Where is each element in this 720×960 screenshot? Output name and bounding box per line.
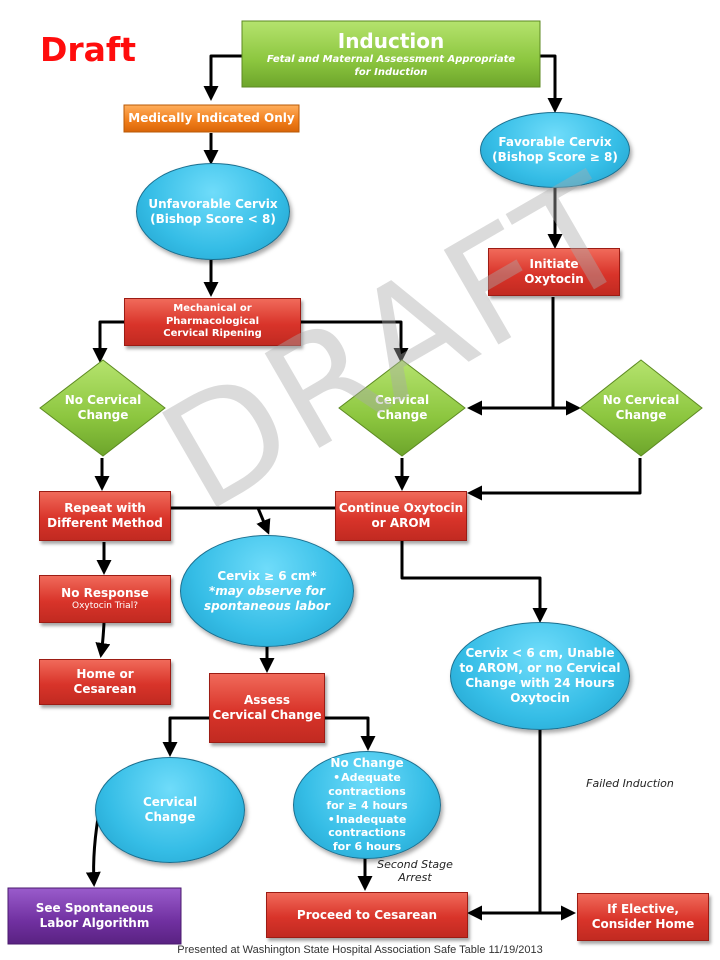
second-stage-line2: Arrest [398,871,432,884]
proceed-cesarean-node: Proceed to Cesarean [266,892,468,938]
cervical-change-low-line1: Cervical [142,795,198,809]
medically-indicated-box: Medically Indicated Only [124,105,299,132]
arrow-ripening-nochange-left [92,320,124,363]
cervical-change-low-line2: Change [144,810,196,824]
cervix-lt6-line3: Change with 24 Hours [465,676,615,690]
cervical-ripening-line1: Mechanical or [173,303,252,315]
assess-change-line2: Cervical Change [212,708,322,722]
no-change-bullet-1a: Adequate contractions [328,771,406,798]
diamond-no-change-right-shape [579,359,703,457]
continue-oxytocin-line1: Continue Oxytocin [338,501,464,515]
cervical-change-low-node: Cervical Change [95,757,245,863]
arrow-cervixlt6-proceed [467,730,542,921]
cervix-lt6-node: Cervix < 6 cm, Unable to AROM, or no Cer… [450,622,630,730]
cervix-6cm-line1: Cervix ≥ 6 cm* [217,568,317,583]
arrow-initiate-down [467,297,555,416]
no-change-right-line2: Change [615,408,667,422]
spontaneous-labor-shape [7,887,182,945]
assess-change-node: Assess Cervical Change [209,673,325,743]
arrow-nochange-right-continue [467,458,642,501]
home-cesarean-line2: Cesarean [73,682,137,696]
cervical-ripening-line3: Cervical Ripening [163,328,262,340]
no-change-low-title: No Change [330,756,404,771]
no-response-line1: No Response [61,585,149,600]
favorable-cervix-node: Favorable Cervix (Bishop Score ≥ 8) [480,112,630,188]
unfavorable-cervix-line1: Unfavorable Cervix [148,196,278,211]
no-cervical-change-right-node: No Cervical Change [580,380,702,436]
induction-box-shape [241,20,541,88]
arrow-induction-favorable [540,54,563,113]
induction-box: Induction Fetal and Maternal Assessment … [242,21,540,87]
cervix-6cm-line2: *may observe for [208,583,326,598]
no-cervical-change-left-node: No Cervical Change [40,380,166,436]
home-cesarean-node: Home or Cesarean [39,659,171,705]
arrow-induction-medically [203,54,242,101]
induction-title: Induction [337,29,445,53]
cervical-ripening-line2: Pharmacological [165,315,260,327]
proceed-cesarean-label: Proceed to Cesarean [296,907,438,922]
continue-oxytocin-node: Continue Oxytocin or AROM [335,491,467,541]
no-response-node: No Response Oxytocin Trial? [39,575,171,623]
failed-induction-note: Failed Induction [586,777,674,790]
diamond-cervical-change-mid-shape [338,359,466,457]
repeat-method-node: Repeat with Different Method [39,491,171,541]
assess-change-line1: Assess [244,693,290,707]
no-change-right-line1: No Cervical [602,393,680,407]
elective-line1: If Elective, [607,902,679,916]
elective-node: If Elective, Consider Home [577,893,709,941]
spontaneous-labor-line1: See Spontaneous [35,901,154,915]
arrow-continue-cervixlt6 [400,541,548,623]
initiate-oxytocin-node: Initiate Oxytocin [488,248,620,296]
no-response-line2: Oxytocin Trial? [72,600,138,611]
medically-indicated-shape [123,104,300,133]
arrow-to-cervix6 [256,507,271,535]
favorable-cervix-line2: (Bishop Score ≥ 8) [492,150,618,164]
cervix-lt6-line1: Cervix < 6 cm, Unable [465,646,615,660]
cervical-change-mid-line1: Cervical [374,393,430,407]
favorable-cervix-line1: Favorable Cervix [498,135,612,149]
diamond-no-change-left-shape [39,359,166,457]
induction-subtitle-1: Fetal and Maternal Assessment Appropriat… [266,54,516,65]
no-change-left-line2: Change [77,408,129,422]
draft-label: Draft [40,30,137,69]
cervical-change-mid-line2: Change [376,408,428,422]
cervix-6cm-node: Cervix ≥ 6 cm* *may observe for spontane… [180,535,354,647]
no-change-bullet-2a: Inadequate contractions [328,812,407,840]
cervix-lt6-line4: Oxytocin [510,691,570,705]
unfavorable-cervix-node: Unfavorable Cervix (Bishop Score < 8) [136,163,290,260]
no-change-left-line1: No Cervical [64,393,142,407]
repeat-method-line1: Repeat with [64,501,146,515]
cervix-6cm-line3: spontaneous labor [203,598,331,613]
second-stage-note: Second Stage Arrest [370,858,460,884]
arrow-noresponse-home [95,622,111,658]
home-cesarean-line1: Home or [76,667,134,681]
elective-line2: Consider Home [591,917,695,931]
cervical-ripening-node: Mechanical or Pharmacological Cervical R… [124,298,301,346]
arrow-ripening-cervicalchange [301,320,409,363]
continue-oxytocin-line2: or AROM [371,516,431,530]
cervical-change-mid-node: Cervical Change [339,380,465,436]
repeat-method-line2: Different Method [47,516,163,530]
second-stage-line1: Second Stage [377,858,453,871]
unfavorable-cervix-line2: (Bishop Score < 8) [150,211,276,226]
initiate-oxytocin-line2: Oxytocin [524,272,584,286]
footer-credit: Presented at Washington State Hospital A… [177,944,543,956]
spontaneous-labor-line2: Labor Algorithm [39,916,150,930]
induction-subtitle-2: for Induction [354,66,428,78]
medically-indicated-label: Medically Indicated Only [128,111,295,125]
no-change-bullet-1b: for ≥ 4 hours [326,798,408,812]
arrow-assess-cervicalchange [162,716,209,757]
no-change-bullet-2b: for 6 hours [332,840,402,853]
cervix-lt6-line2: to AROM, or no Cervical [459,661,621,675]
initiate-oxytocin-line1: Initiate [529,257,579,271]
spontaneous-labor-node: See Spontaneous Labor Algorithm [8,888,181,944]
arrow-assess-nochange [325,716,376,751]
